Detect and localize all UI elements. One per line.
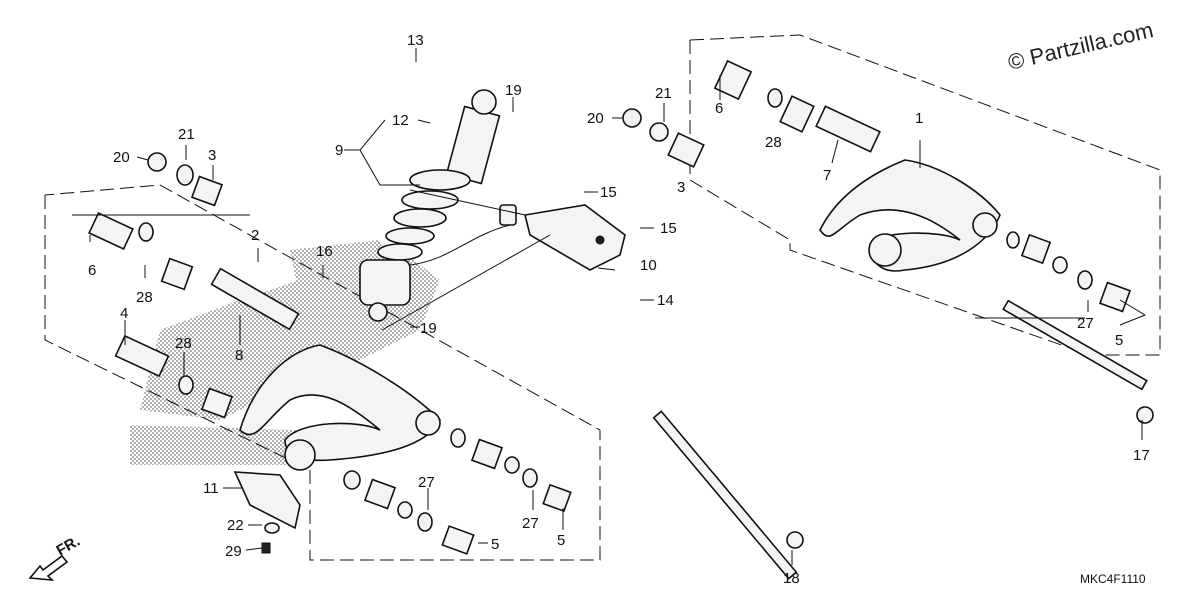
callout-20b: 20: [587, 110, 604, 127]
callout-28: 28: [765, 134, 782, 151]
callout-19b: 19: [420, 320, 437, 337]
callout-14: 14: [657, 292, 674, 309]
callout-9: 9: [335, 142, 343, 159]
callout-6: 6: [715, 100, 723, 117]
callout-11: 11: [203, 480, 219, 497]
leader-lines: [72, 48, 1147, 565]
front-direction-indicator: FR.: [28, 533, 83, 581]
callout-16: 16: [316, 243, 333, 260]
callout-19: 19: [505, 82, 522, 99]
callout-7: 7: [823, 167, 831, 184]
callout-5c: 5: [557, 532, 565, 549]
watermark-text: © Partzilla.com: [1006, 17, 1156, 75]
callout-22: 22: [227, 517, 244, 534]
callout-15b: 15: [660, 220, 677, 237]
callout-12: 12: [392, 112, 409, 129]
shock-cover-bracket: [524, 204, 626, 271]
callout-21b: 21: [655, 85, 672, 102]
callout-8: 8: [235, 347, 243, 364]
callout-10: 10: [640, 257, 657, 274]
callout-28c: 28: [175, 335, 192, 352]
assembly-outline-swingarm-left: [44, 184, 601, 561]
callout-5: 5: [1115, 332, 1123, 349]
callout-15: 15: [600, 184, 617, 201]
callout-27c: 27: [522, 515, 539, 532]
callout-13: 13: [407, 32, 424, 49]
arrow-icon: [28, 554, 69, 581]
swingarm-left-parts: [88, 152, 804, 580]
callout-5b: 5: [491, 536, 499, 553]
rear-shock-absorber: [359, 89, 517, 322]
callout-4: 4: [120, 305, 128, 322]
callout-21: 21: [178, 126, 195, 143]
callout-3b: 3: [677, 179, 685, 196]
callout-3: 3: [208, 147, 216, 164]
callout-18: 18: [783, 570, 800, 587]
callout-27b: 27: [418, 474, 435, 491]
callout-1: 1: [915, 110, 923, 127]
callout-6b: 6: [88, 262, 96, 279]
swingarm-right-parts: [622, 59, 1154, 424]
diagram-code: MKC4F1110: [1080, 572, 1146, 586]
direction-label: FR.: [54, 533, 83, 560]
callout-28b: 28: [136, 289, 153, 306]
callout-29: 29: [225, 543, 242, 560]
callout-20: 20: [113, 149, 130, 166]
callout-numbers: 13 19 20 21 3 12 9 6 20 21 28 3 1 7 2 16…: [88, 32, 1150, 587]
callout-27: 27: [1077, 315, 1094, 332]
callout-2: 2: [251, 227, 259, 244]
callout-17: 17: [1133, 447, 1150, 464]
